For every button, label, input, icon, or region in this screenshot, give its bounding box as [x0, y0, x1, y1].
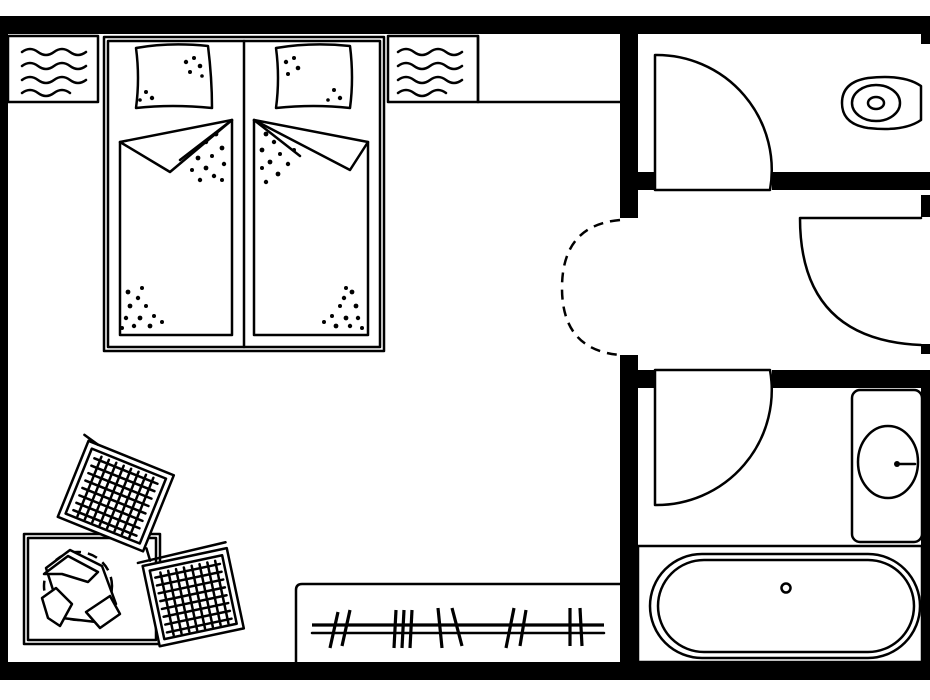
walls	[0, 16, 930, 680]
chair-icon	[136, 541, 246, 648]
bottom-wall	[0, 662, 930, 680]
partition-wall-upper	[620, 34, 638, 218]
chair-icon	[56, 433, 176, 562]
left-wall	[0, 16, 8, 680]
door-jamb	[638, 172, 654, 190]
right-wall	[921, 388, 930, 662]
right-wall	[921, 344, 930, 354]
pillow-icon	[134, 43, 214, 110]
right-wall	[921, 195, 930, 217]
chair-icon	[40, 548, 122, 630]
shelf	[476, 34, 622, 104]
bath-door-swing	[653, 368, 773, 507]
wardrobe-outline	[294, 582, 622, 664]
nightstand-right	[386, 34, 480, 104]
toilet-door-swing	[653, 53, 773, 192]
desk-icon	[22, 532, 162, 646]
vanity	[850, 388, 924, 544]
nightstand-texture	[20, 47, 88, 57]
bed-frame	[102, 35, 386, 353]
toilet-bowl	[840, 75, 923, 131]
duvet-fold-right	[252, 118, 370, 172]
door-swing-icon	[560, 53, 923, 507]
partition-wall-lower	[620, 355, 638, 662]
duvet-fold-left	[118, 118, 234, 174]
pillow-icon	[274, 43, 354, 110]
sink-basin	[856, 424, 920, 500]
door-jamb	[638, 370, 654, 388]
bed-pattern-dots	[120, 56, 364, 330]
sink-icon	[850, 388, 924, 544]
top-wall	[0, 16, 930, 34]
mattress-left	[118, 118, 234, 337]
toilet-wall	[772, 172, 930, 190]
double-bed-icon	[102, 35, 386, 353]
bathtub-icon	[636, 544, 924, 664]
tub-drain	[780, 582, 792, 594]
tub-outer	[648, 552, 922, 660]
right-wall	[921, 34, 930, 44]
sliding-door-swing	[560, 218, 621, 357]
tub-inner	[656, 558, 916, 654]
mattress-right	[252, 118, 370, 337]
bath-wall	[772, 370, 930, 388]
nightstand-icon	[6, 34, 100, 104]
toilet-icon	[840, 75, 923, 131]
closet-door-swing	[798, 216, 923, 347]
hangers	[328, 607, 584, 649]
tub-frame	[636, 544, 924, 664]
wardrobe-icon	[294, 582, 622, 664]
nightstand-left	[6, 34, 100, 104]
